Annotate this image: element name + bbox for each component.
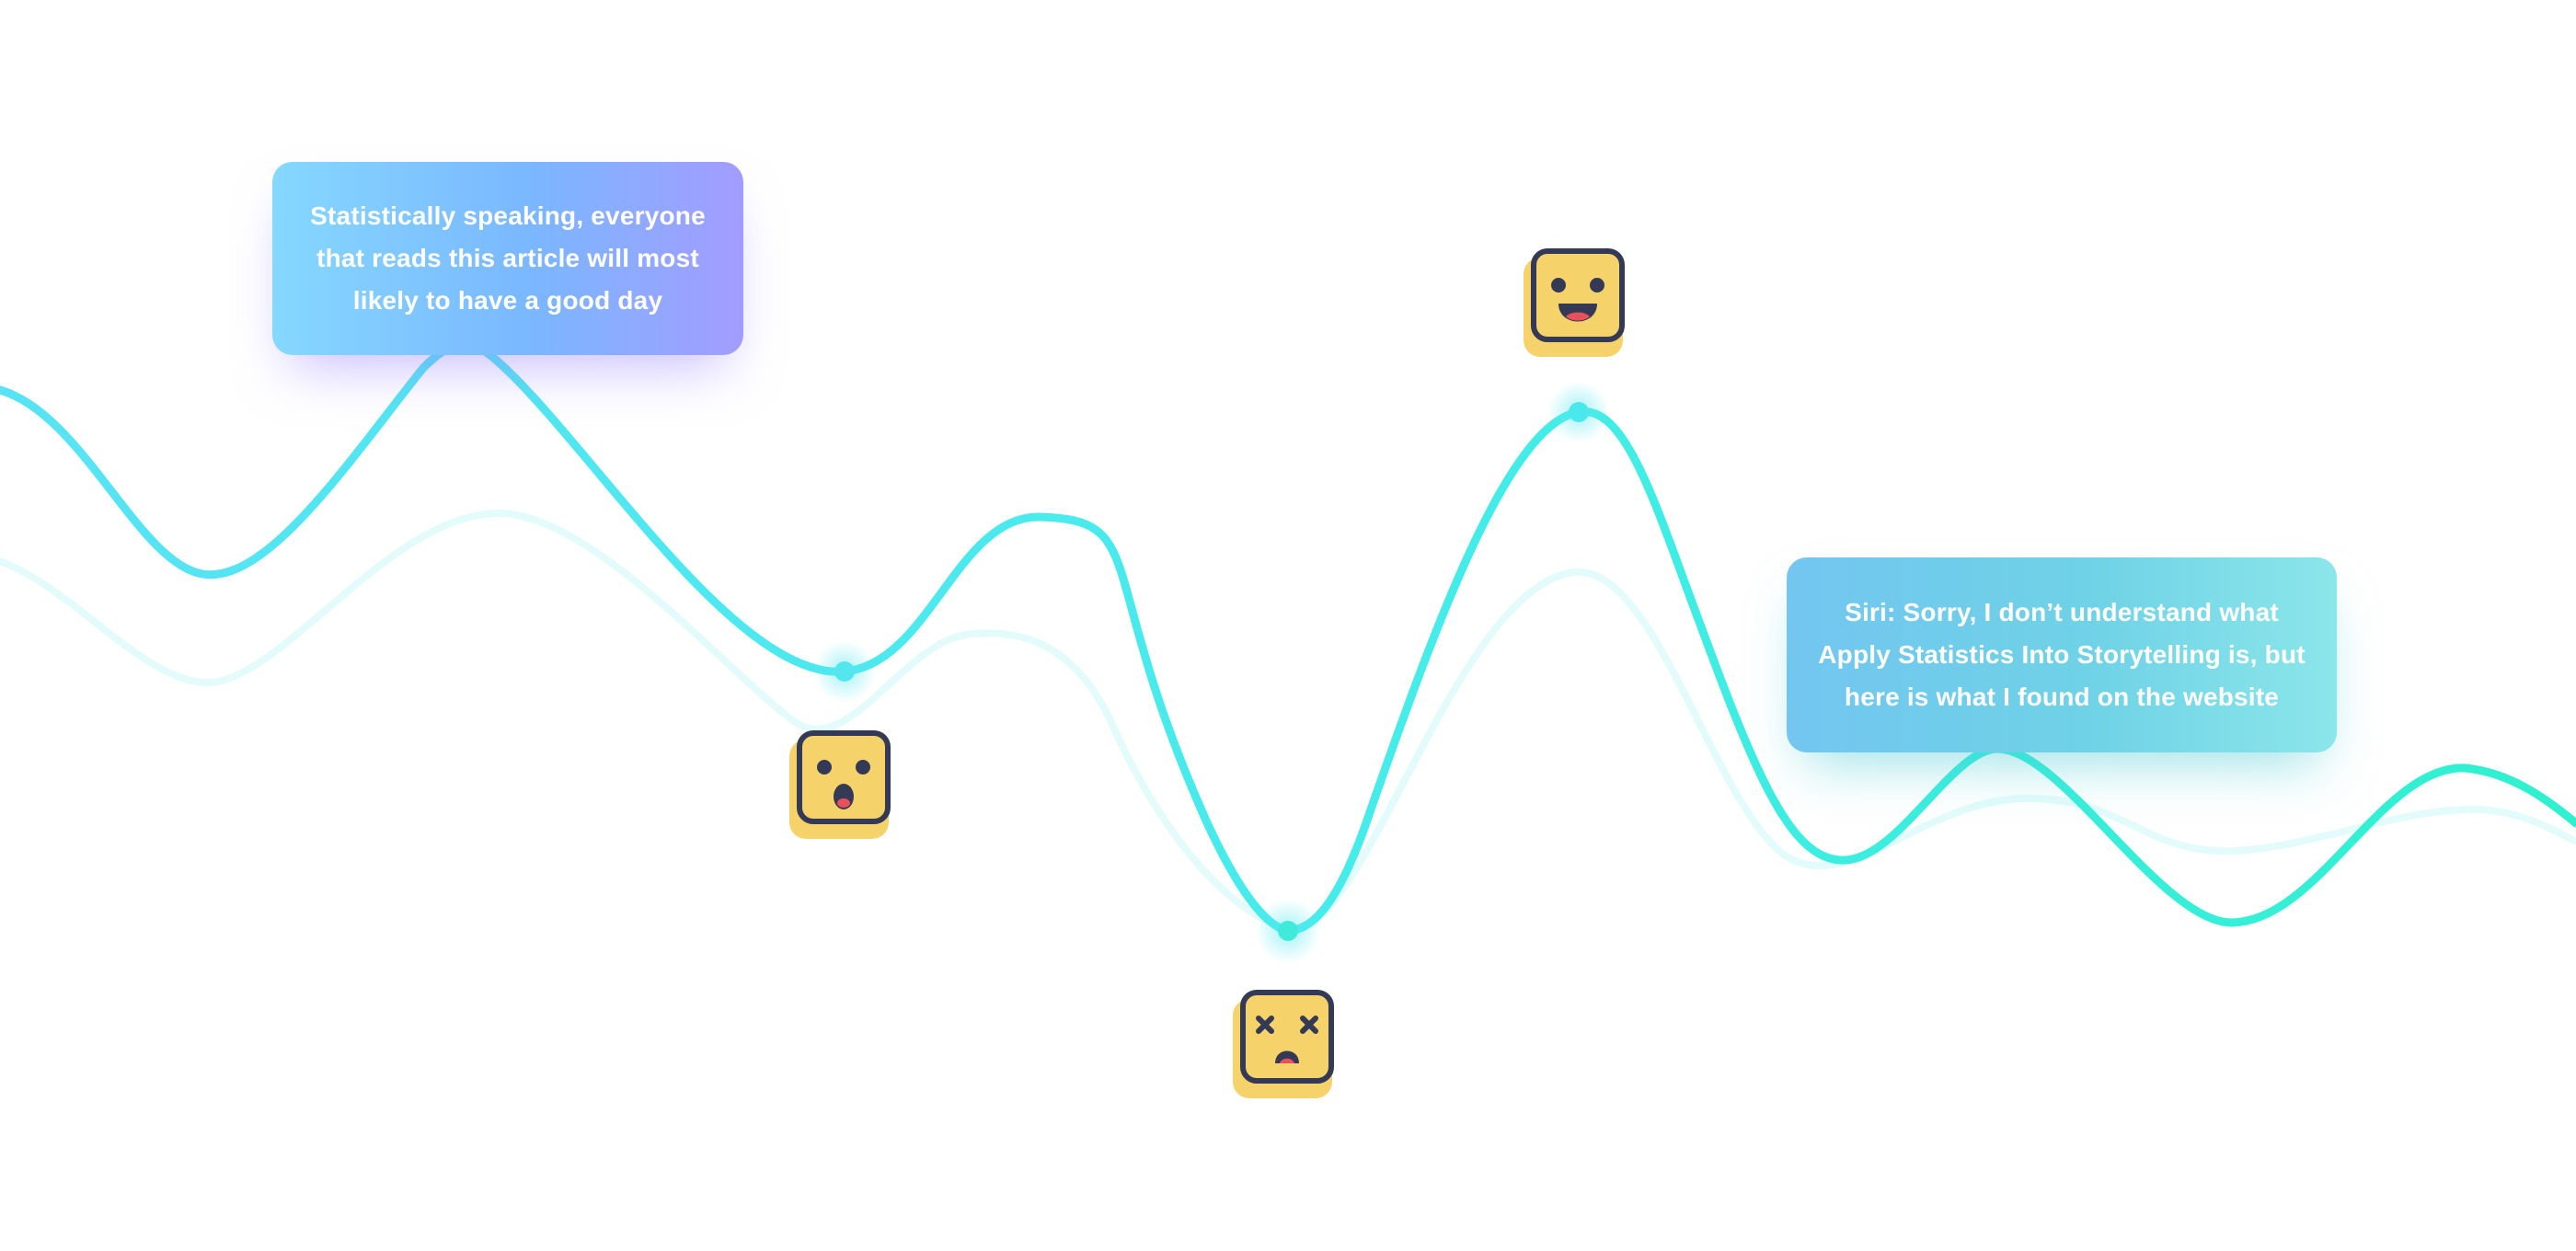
callout-left-text: Statistically speaking, everyone that re… bbox=[310, 201, 706, 315]
callout-left: Statistically speaking, everyone that re… bbox=[272, 162, 743, 355]
dizzy-face-icon bbox=[1233, 990, 1341, 1098]
surprised-face-icon bbox=[789, 730, 898, 839]
happy-face-icon bbox=[1524, 248, 1632, 357]
point-happy bbox=[1547, 381, 1610, 443]
callout-right-text: Siri: Sorry, I don’t understand what App… bbox=[1818, 598, 2306, 711]
callout-right: Siri: Sorry, I don’t understand what App… bbox=[1787, 557, 2337, 752]
point-surprised bbox=[813, 640, 876, 703]
point-dizzy bbox=[1255, 898, 1321, 964]
